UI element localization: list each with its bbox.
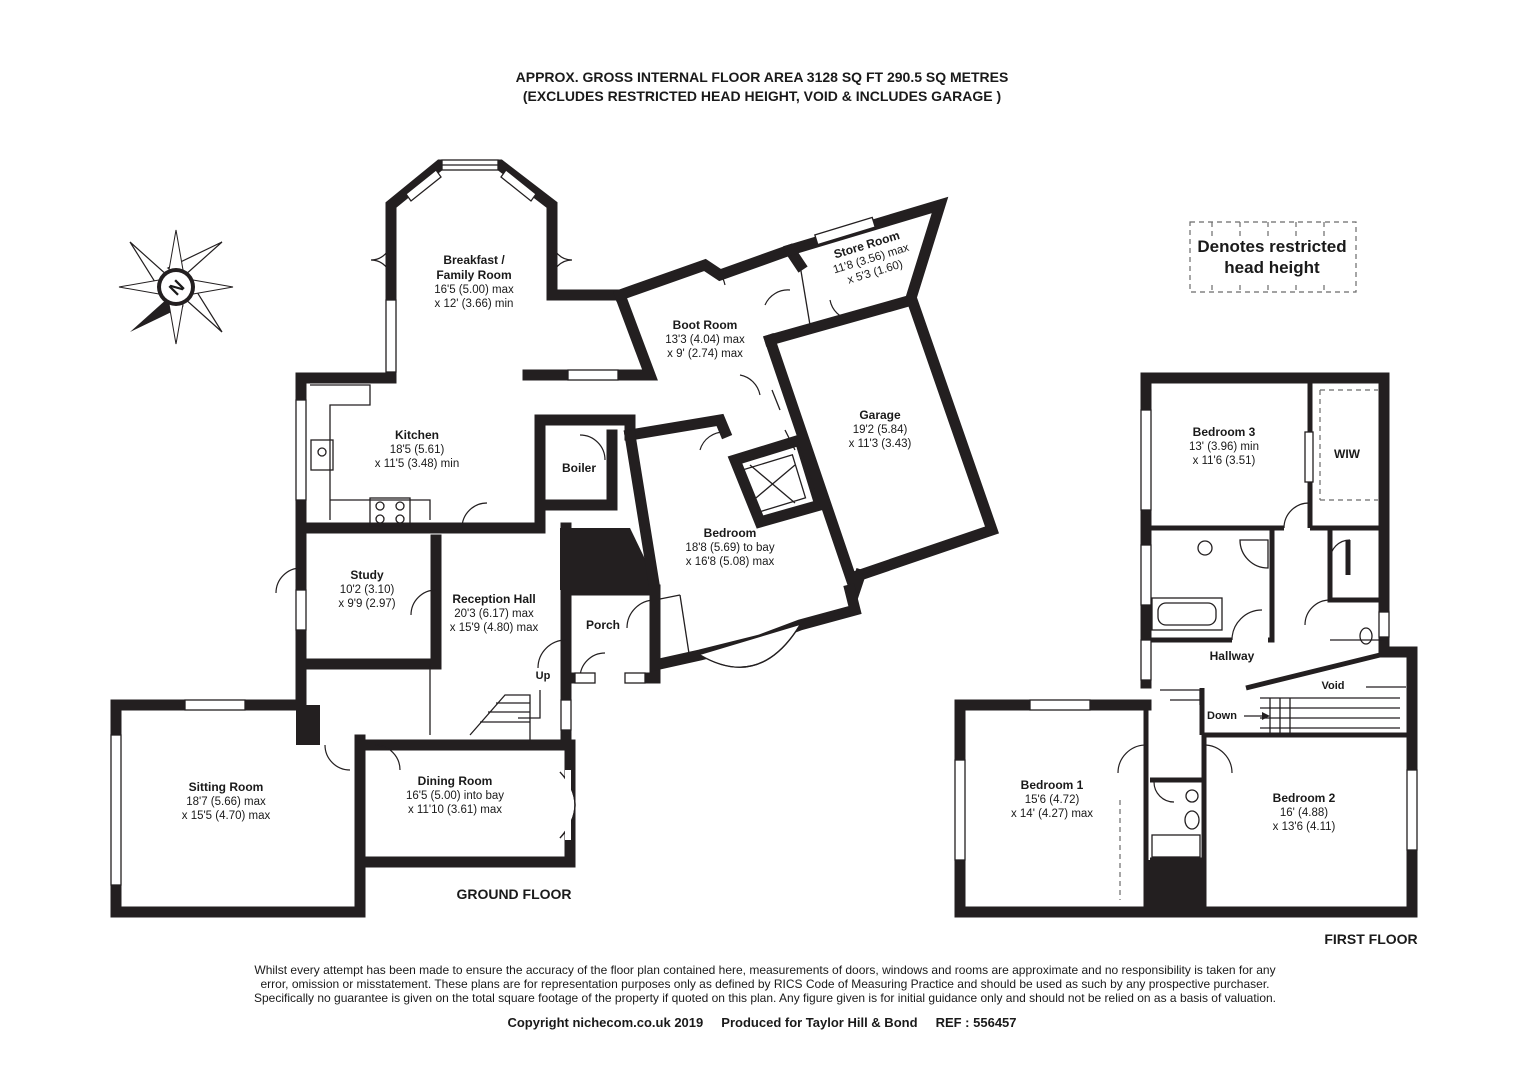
garage-name: Garage [859,408,901,422]
bedroom1-name: Bedroom 1 [1021,778,1084,792]
breakfast-name-1: Breakfast / [443,253,505,267]
study-dim-2: x 9'9 (2.97) [338,598,395,610]
bedroom1-dim-1: 15'6 (4.72) [1025,794,1080,806]
bath-icon [1151,597,1223,631]
dining-room-dim-2: x 11'10 (3.61) max [408,804,502,816]
kitchen-name: Kitchen [395,428,439,442]
breakfast-dim-1: 16'5 (5.00) max [434,284,514,296]
reception-hall-dim-2: x 15'9 (4.80) max [450,622,539,634]
bedroom3-name: Bedroom 3 [1193,425,1256,439]
dining-room-dim-1: 16'5 (5.00) into bay [406,790,504,802]
breakfast-dim-2: x 12' (3.66) min [435,298,514,310]
dining-room-name: Dining Room [418,774,493,788]
wiw-name: WIW [1334,447,1361,461]
ground-floor: GROUND FLOOR [110,159,1000,918]
study-dim-1: 10'2 (3.10) [340,584,395,596]
boot-room-dim-1: 13'3 (4.04) max [665,334,745,346]
garage-dim-1: 19'2 (5.84) [853,424,908,436]
sitting-room-name: Sitting Room [189,780,264,794]
disclaimer-line-2: error, omission or misstatement. These p… [261,977,1270,991]
kitchen-dim-1: 18'5 (5.61) [390,444,445,456]
header-title: APPROX. GROSS INTERNAL FLOOR AREA 3128 S… [516,69,1009,85]
bedroom2-dim-2: x 13'6 (4.11) [1273,821,1336,833]
footer-copyright: Copyright nichecom.co.uk 2019 Produced f… [507,1015,1016,1030]
reception-hall-name: Reception Hall [452,592,535,606]
stairs-up-icon [469,690,541,745]
hob-icon [369,497,411,527]
sitting-room-dim-1: 18'7 (5.66) max [186,796,266,808]
down-label: Down [1207,710,1237,722]
porch-name: Porch [586,618,620,632]
bedroom-ground-dim-1: 18'8 (5.69) to bay [685,542,774,554]
breakfast-name-2: Family Room [436,268,511,282]
bedroom3-dim-2: x 11'6 (3.51) [1193,455,1256,467]
up-label: Up [536,670,551,682]
stairs-down-icon [1160,686,1406,735]
legend-line1: Denotes restricted [1197,237,1346,256]
boot-room-dim-2: x 9' (2.74) max [667,348,743,360]
ground-floor-label: GROUND FLOOR [456,886,571,902]
kitchen-dim-2: x 11'5 (3.48) min [375,458,459,470]
boiler-name: Boiler [562,461,596,475]
hallway-name: Hallway [1210,649,1255,663]
bedroom2-dim-1: 16' (4.88) [1280,807,1328,819]
disclaimer-line-3: Specifically no guarantee is given on th… [254,991,1276,1005]
bedroom1-dim-2: x 14' (4.27) max [1011,808,1093,820]
disclaimer-line-1: Whilst every attempt has been made to en… [254,963,1275,977]
sitting-room-dim-2: x 15'5 (4.70) max [182,810,271,822]
room-labels: Breakfast / Family Room 16'5 (5.00) max … [182,228,1361,833]
compass-rose-icon: N [118,229,234,345]
first-floor: FIRST FLOOR [954,372,1418,947]
reception-hall-dim-1: 20'3 (6.17) max [454,608,534,620]
void-label: Void [1321,680,1344,692]
study-name: Study [350,568,384,582]
garage-dim-2: x 11'3 (3.43) [849,438,912,450]
header-subtitle: (EXCLUDES RESTRICTED HEAD HEIGHT, VOID &… [523,88,1001,104]
first-floor-label: FIRST FLOOR [1324,931,1417,947]
legend-line2: head height [1224,258,1320,277]
bedroom-ground-dim-2: x 16'8 (5.08) max [686,556,775,568]
bedroom3-dim-1: 13' (3.96) min [1189,441,1259,453]
legend: Denotes restricted head height [1189,221,1357,293]
boot-room-name: Boot Room [673,318,738,332]
sink-icon [310,439,334,471]
bedroom2-name: Bedroom 2 [1273,791,1336,805]
shower-icon [738,453,807,515]
bedroom-ground-name: Bedroom [704,526,757,540]
